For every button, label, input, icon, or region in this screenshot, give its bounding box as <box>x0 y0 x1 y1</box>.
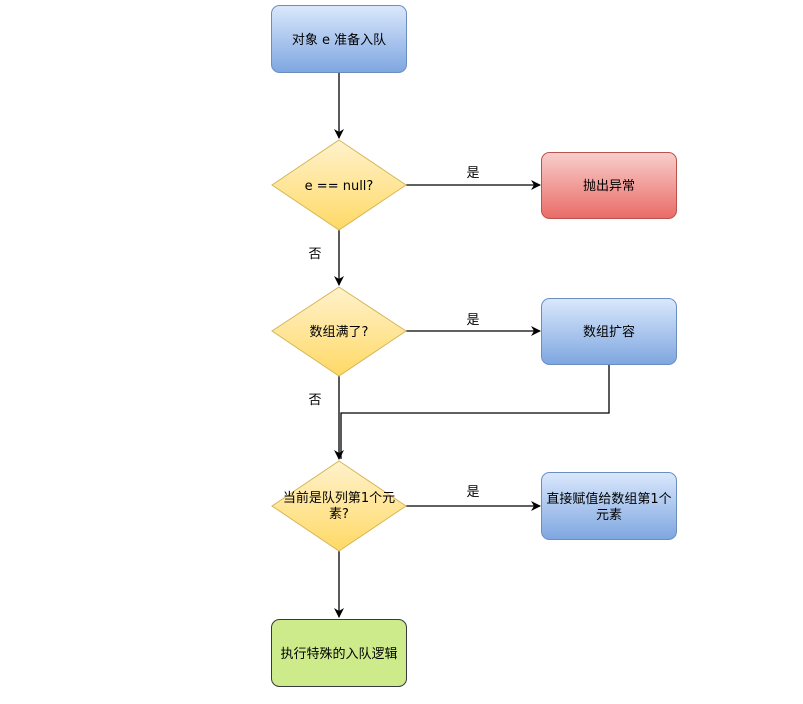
node-check-first-label-line1: 当前是队列第1个元 <box>283 490 395 506</box>
node-special-label: 执行特殊的入队逻辑 <box>280 646 397 662</box>
node-assign-label-line1: 直接赋值给数组第1个 <box>546 491 671 507</box>
node-check-full: 数组满了? <box>271 286 407 377</box>
node-check-first-label-line2: 素? <box>329 507 349 522</box>
node-check-first-shape <box>271 460 407 552</box>
node-assign-label-line2: 元素 <box>596 508 622 523</box>
node-assign-shape <box>541 472 677 540</box>
node-expand-label: 数组扩容 <box>583 324 635 340</box>
node-start-shape <box>271 5 407 73</box>
node-start-label: 对象 e 准备入队 <box>292 32 386 48</box>
node-throw-label: 抛出异常 <box>583 179 635 194</box>
edge-label-null-no: 否 <box>308 247 321 262</box>
edge-label-full-no: 否 <box>308 393 321 408</box>
node-check-first: 当前是队列第1个元 素? <box>271 460 407 552</box>
node-expand-shape <box>541 298 677 365</box>
node-throw: 抛出异常 <box>541 152 677 219</box>
edges <box>334 73 610 618</box>
node-check-null-shape <box>271 139 407 231</box>
node-check-null: e == null? <box>271 139 407 231</box>
node-special: 执行特殊的入队逻辑 <box>271 619 407 687</box>
edge-label-first-yes: 是 <box>466 485 479 500</box>
node-check-full-shape <box>271 286 407 377</box>
node-throw-shape <box>541 152 677 219</box>
node-check-null-label: e == null? <box>305 179 374 194</box>
node-check-full-label: 数组满了? <box>310 325 369 340</box>
node-expand: 数组扩容 <box>541 298 677 365</box>
edge-label-full-yes: 是 <box>466 313 479 328</box>
edge-label-null-yes: 是 <box>466 166 479 181</box>
node-special-shape <box>271 619 407 687</box>
node-start: 对象 e 准备入队 <box>271 5 407 73</box>
node-assign: 直接赋值给数组第1个 元素 <box>541 472 677 540</box>
edge-expand-to-first <box>340 365 610 459</box>
